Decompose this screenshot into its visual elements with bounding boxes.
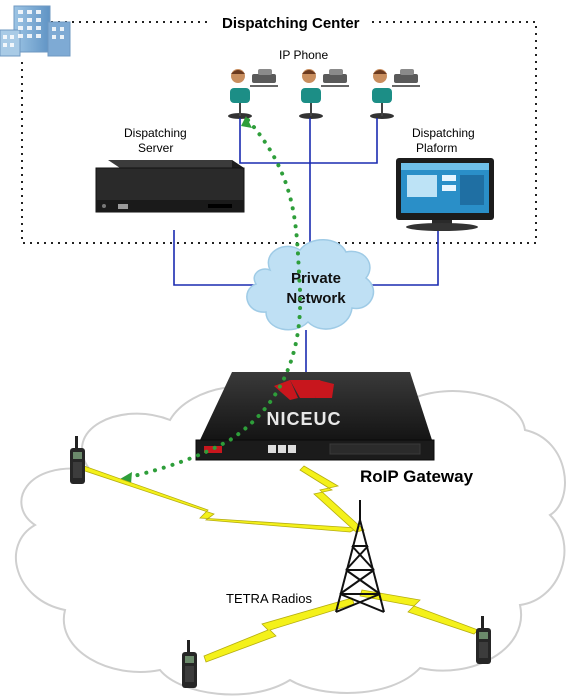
tower-icon	[335, 500, 385, 613]
platform-label-line2: Plaform	[416, 141, 457, 155]
server-icon	[95, 160, 245, 213]
server-label-line1: Dispatching	[124, 126, 187, 140]
network-label-line1: Private	[291, 270, 341, 287]
radio-icon	[182, 640, 197, 688]
building-icon	[0, 5, 71, 57]
radio-icon	[476, 616, 491, 664]
network-label-line2: Network	[286, 290, 346, 307]
radio-icon	[70, 436, 85, 484]
lightning-bolt	[81, 465, 360, 533]
brand-text: NICEUC	[266, 409, 341, 429]
platform-label-line1: Dispatching	[412, 126, 475, 140]
lightning-bolt	[359, 589, 479, 635]
radios-label: TETRA Radios	[226, 591, 312, 606]
dispatching-center-label: Dispatching Center	[222, 15, 360, 32]
private-network-cloud	[246, 239, 375, 331]
gateway-icon: NICEUC	[195, 372, 435, 461]
server-label-line2: Server	[138, 141, 173, 155]
operator-icon	[370, 69, 420, 119]
operator-icon	[228, 69, 278, 119]
gateway-label: RoIP Gateway	[360, 467, 474, 486]
monitor-icon	[396, 158, 494, 231]
ethernet-ports	[268, 445, 296, 453]
arrow-up-icon	[241, 116, 252, 128]
ip-phone-label: IP Phone	[279, 48, 328, 62]
arrow-left-icon	[120, 472, 132, 484]
wireless-path	[124, 118, 303, 480]
operator-icon	[299, 69, 349, 119]
